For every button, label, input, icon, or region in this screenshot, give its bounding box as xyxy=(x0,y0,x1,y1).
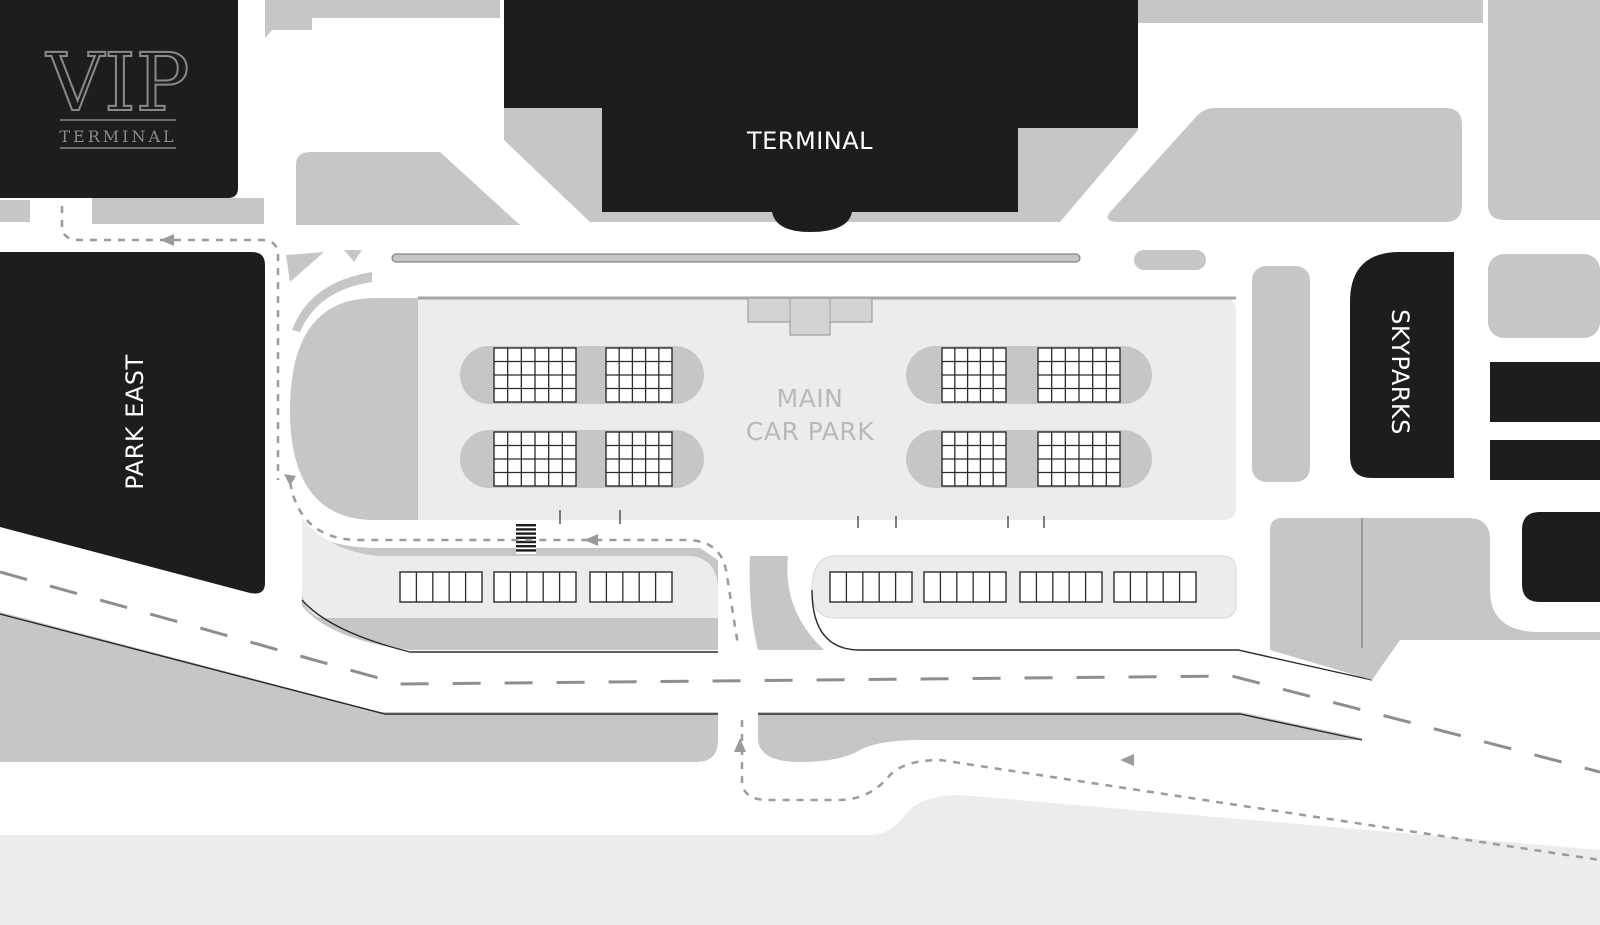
parking-bay-block xyxy=(923,571,1007,603)
vip-terminal-building xyxy=(0,0,238,198)
parking-bay-block xyxy=(1019,571,1103,603)
main-car-park-label-line1: MAIN xyxy=(777,384,844,413)
parking-bay-block xyxy=(829,571,913,603)
vip-logo-subtext: TERMINAL xyxy=(59,127,176,146)
grey-verge-right xyxy=(758,712,1362,762)
parking-bay-block xyxy=(605,347,673,403)
grey-verge-left xyxy=(0,612,718,762)
park-east-label: PARK EAST xyxy=(121,354,149,489)
parking-bay-block xyxy=(589,571,673,603)
skyparks-building xyxy=(1350,252,1454,478)
parking-bay-block xyxy=(1037,431,1121,487)
grey-block-far-right xyxy=(1488,254,1600,338)
route-arrow-icon xyxy=(160,234,1134,766)
traffic-island-small xyxy=(344,250,362,262)
parking-bay-block xyxy=(941,431,1007,487)
parking-bay-block xyxy=(493,347,577,403)
park-east-building xyxy=(0,252,265,594)
grey-island-right xyxy=(1252,266,1310,482)
surface-parking-bays xyxy=(399,571,1197,603)
dark-building-right-3 xyxy=(1522,512,1600,602)
parking-bay-block xyxy=(399,571,483,603)
grey-block-far-right-top xyxy=(1488,0,1600,220)
parking-bay-block xyxy=(1037,347,1121,403)
main-car-park-label-line2: CAR PARK xyxy=(746,417,874,446)
grey-block-lower-right xyxy=(1270,518,1600,680)
parking-bay-grids xyxy=(493,347,1121,487)
traffic-island-triangle xyxy=(286,252,324,282)
dark-building-right-1 xyxy=(1490,362,1600,422)
skyparks-label: SKYPARKS xyxy=(1386,309,1414,435)
curve-island xyxy=(292,272,372,332)
parking-bay-block xyxy=(493,571,577,603)
parking-bay-block xyxy=(605,431,673,487)
grey-block-top-left xyxy=(265,0,500,38)
lower-apron xyxy=(0,795,1600,925)
grey-block-vip-left xyxy=(0,200,30,222)
traffic-island xyxy=(1134,250,1206,270)
dark-building-right-2 xyxy=(1490,440,1600,480)
stair-core xyxy=(747,297,873,336)
grey-block-center-right xyxy=(1107,108,1462,222)
grey-block-vip-right xyxy=(92,198,264,224)
parking-bay-block xyxy=(941,347,1007,403)
grey-block-terminal-surround xyxy=(504,108,1138,222)
terminal-building xyxy=(504,0,1138,232)
drop-off-island xyxy=(391,253,1081,263)
terminal-label: TERMINAL xyxy=(746,127,873,155)
central-median xyxy=(749,556,824,650)
parking-bay-block xyxy=(493,431,577,487)
parking-bay-block xyxy=(1113,571,1197,603)
shuttle-route xyxy=(60,206,1600,862)
grey-block-center-left xyxy=(296,152,520,225)
grey-block-top-right xyxy=(1138,0,1483,23)
vip-logo-text: VIP xyxy=(45,36,189,129)
